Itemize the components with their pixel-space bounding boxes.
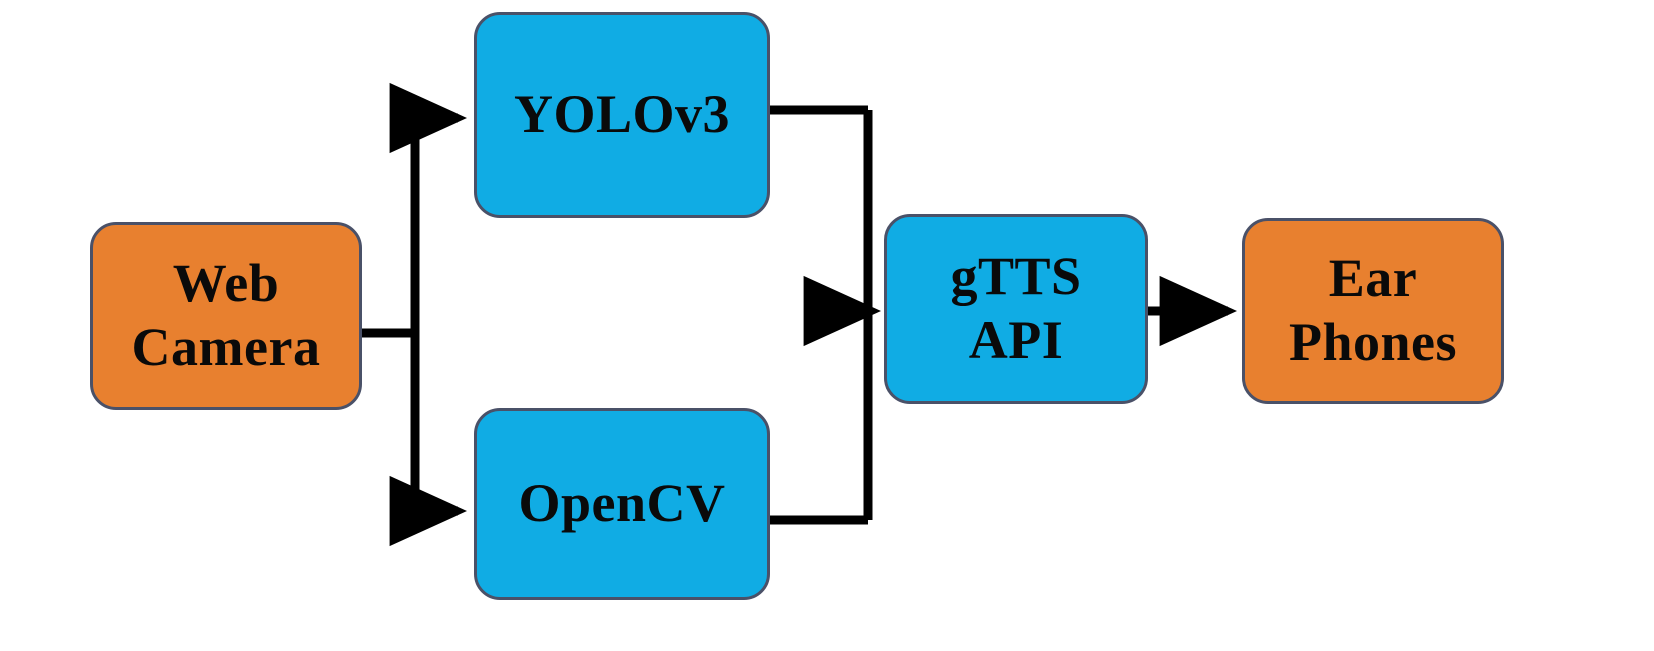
node-gtts-api[interactable]: gTTS API	[884, 214, 1148, 404]
node-ear-phones-label-line-2: Phones	[1288, 312, 1458, 372]
edge-camera-to-split	[362, 118, 420, 511]
node-yolov3[interactable]: YOLOv3	[474, 12, 770, 218]
node-web-camera-label-line-1: Web	[172, 253, 280, 314]
node-gtts-api-label-line-1: gTTS	[950, 246, 1082, 307]
node-web-camera[interactable]: Web Camera	[90, 222, 362, 410]
node-ear-phones[interactable]: Ear Phones	[1242, 218, 1504, 404]
node-opencv[interactable]: OpenCV	[474, 408, 770, 600]
node-ear-phones-label-line-1: Ear	[1328, 248, 1418, 309]
node-gtts-api-label-line-2: API	[968, 310, 1064, 370]
node-yolov3-label: YOLOv3	[513, 84, 731, 145]
node-opencv-label: OpenCV	[518, 473, 726, 534]
node-web-camera-label-line-2: Camera	[131, 317, 321, 377]
